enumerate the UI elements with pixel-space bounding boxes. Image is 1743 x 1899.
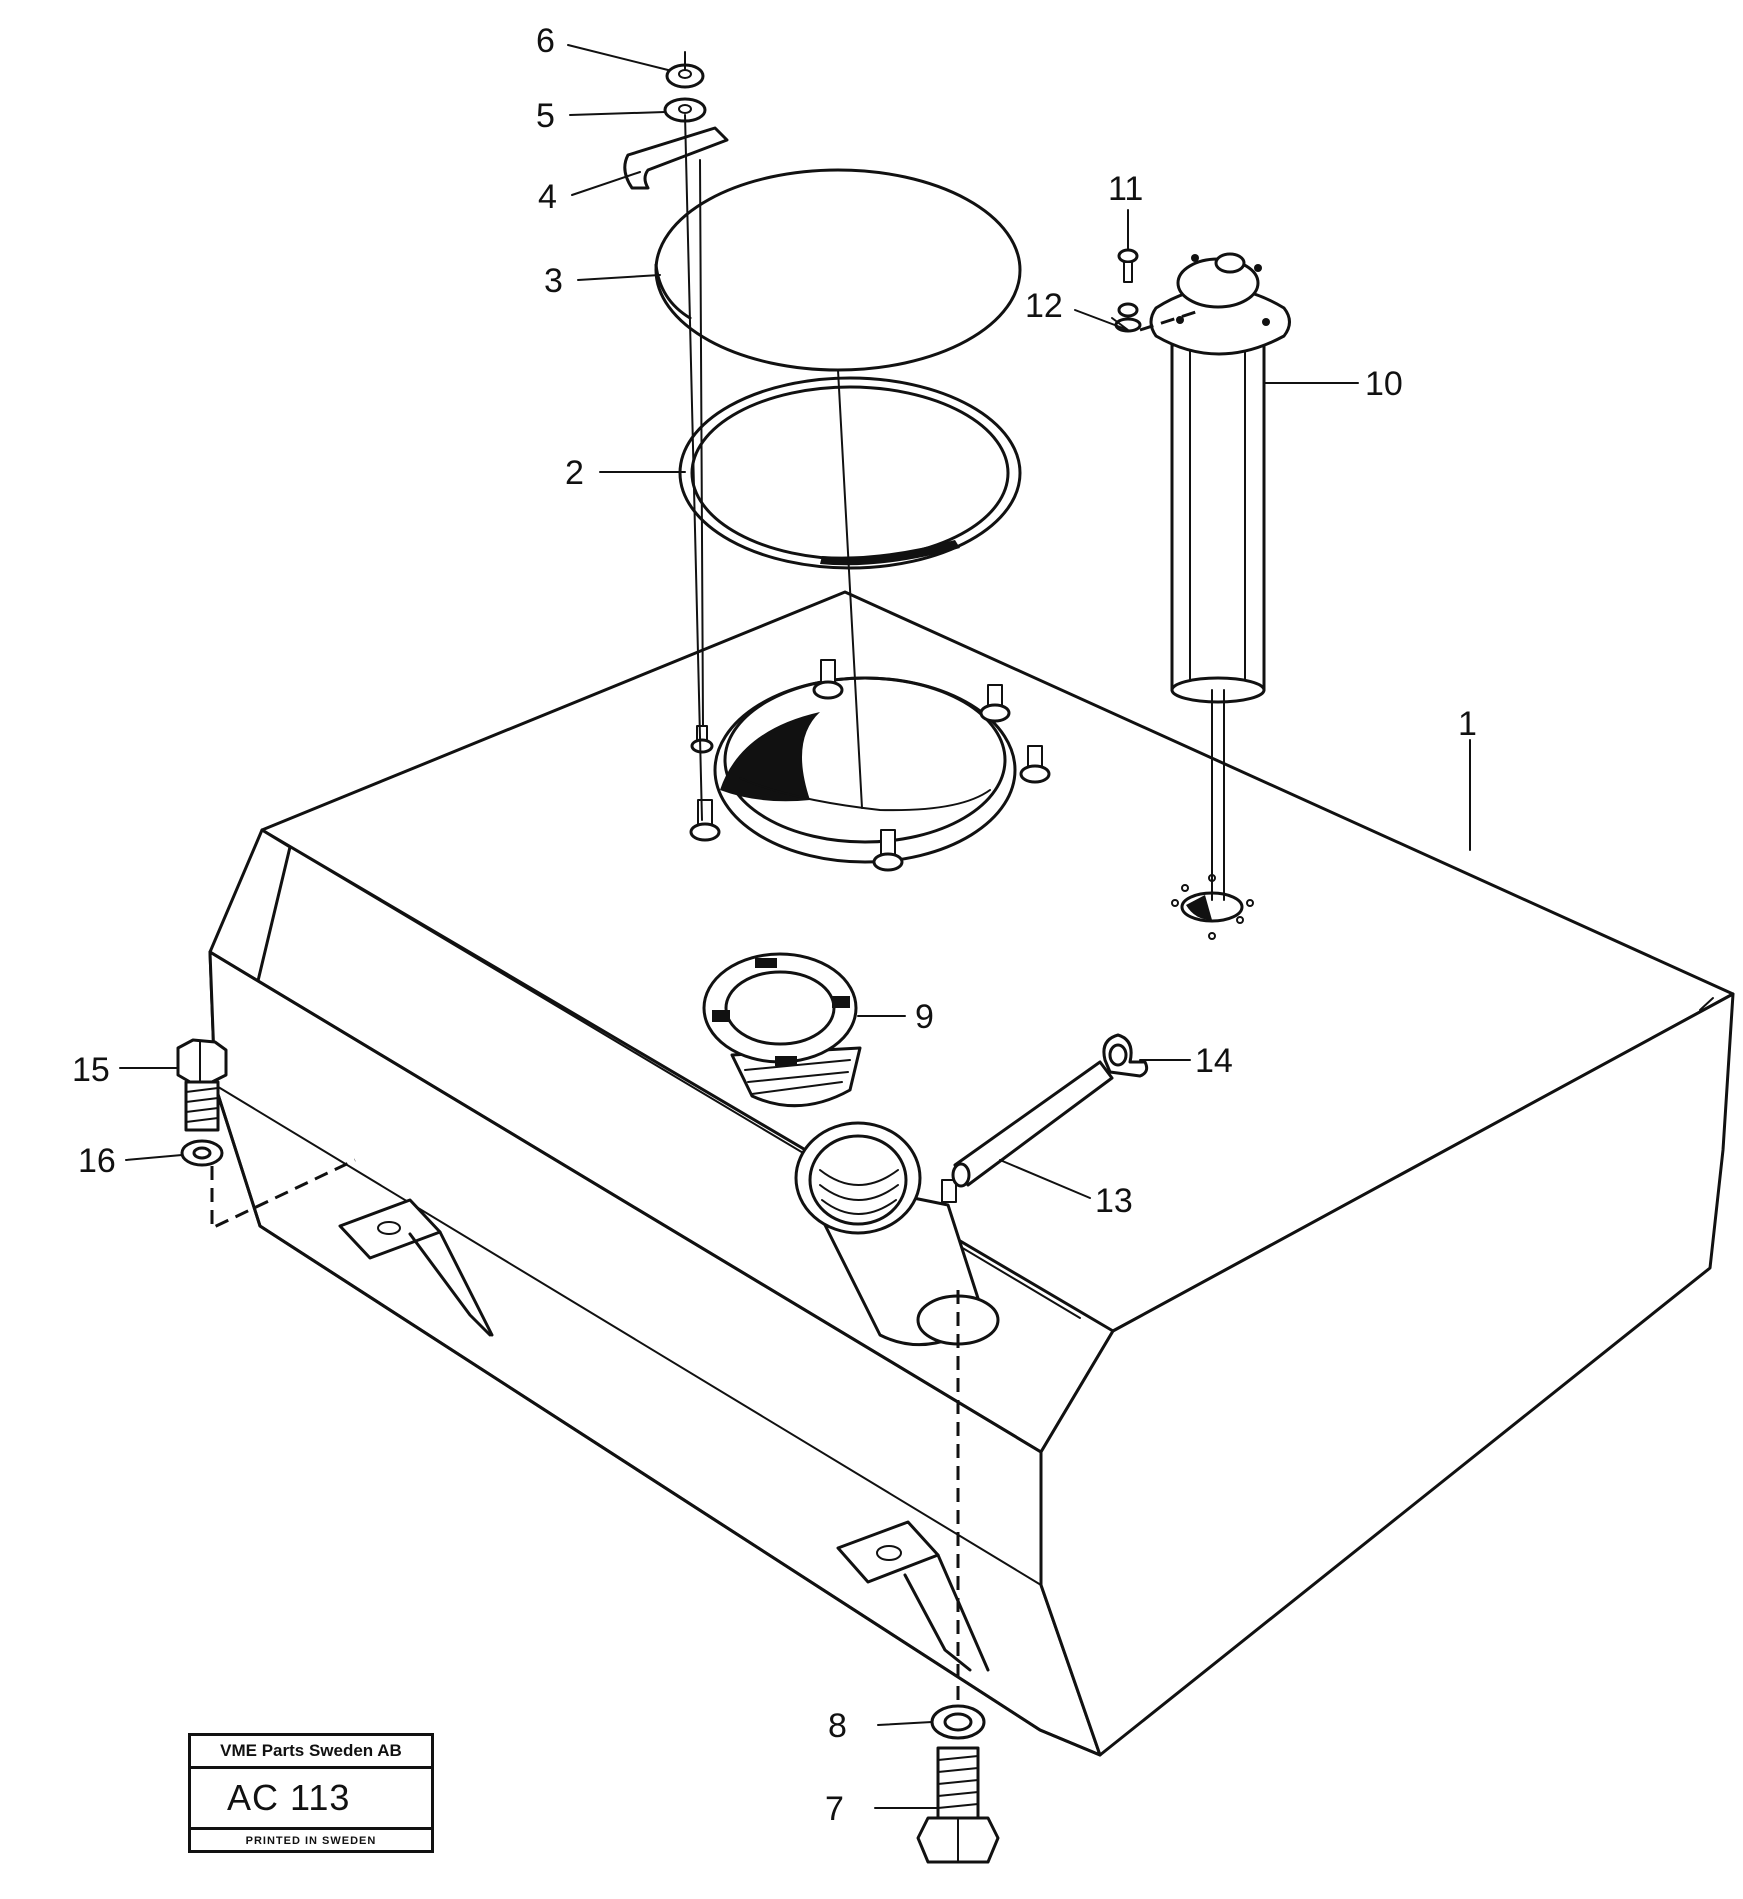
callout-6: 6 (536, 22, 555, 60)
sender-mounting-hole (1171, 874, 1254, 940)
cover-clip (623, 126, 729, 190)
stamp-company: VME Parts Sweden AB (191, 1736, 431, 1769)
bolt-washer (180, 1139, 224, 1167)
callout-3: 3 (544, 262, 563, 300)
flange-bolts (689, 659, 1051, 872)
callout-2: 2 (565, 454, 584, 492)
title-stamp: VME Parts Sweden AB AC 113 PRINTED IN SW… (188, 1733, 434, 1853)
sender-screw (1114, 248, 1203, 333)
callout-14: 14 (1195, 1042, 1233, 1080)
callout-12: 12 (1025, 287, 1063, 325)
seal-ring (678, 376, 1022, 570)
mounting-bracket-left (338, 1198, 494, 1337)
tube-clamp (1102, 1033, 1149, 1078)
stamp-drawing-code: AC 113 (227, 1777, 351, 1818)
filler-neck (794, 1121, 1000, 1347)
callout-4: 4 (538, 178, 557, 216)
cover-plate (654, 168, 1022, 372)
callout-15: 15 (72, 1051, 110, 1089)
callout-9: 9 (915, 998, 934, 1036)
callout-1: 1 (1458, 705, 1477, 743)
breather-tube (951, 1060, 1114, 1188)
callout-8: 8 (828, 1707, 847, 1745)
mounting-bolt (176, 1038, 228, 1132)
callout-16: 16 (78, 1142, 116, 1180)
tank-manhole-flange (713, 676, 1017, 864)
clip-nut (665, 51, 705, 89)
assembly-lines (684, 114, 863, 821)
drain-washer (930, 1704, 986, 1740)
callout-11: 11 (1108, 170, 1143, 208)
callout-5: 5 (536, 97, 555, 135)
bolt-assembly-line (210, 1158, 356, 1231)
filler-cap (702, 952, 862, 1108)
stamp-printed: PRINTED IN SWEDEN (191, 1827, 431, 1853)
mounting-bracket-right (836, 1520, 990, 1672)
callout-7: 7 (825, 1790, 844, 1828)
leader-lines (119, 44, 1471, 1809)
drain-plug (916, 1746, 1000, 1864)
fuel-level-sender (1149, 252, 1291, 901)
callout-10: 10 (1365, 365, 1403, 403)
callout-numbers: 1 2 3 4 5 6 7 8 9 10 11 12 13 14 15 16 (72, 22, 1477, 1828)
callout-13: 13 (1095, 1182, 1133, 1220)
